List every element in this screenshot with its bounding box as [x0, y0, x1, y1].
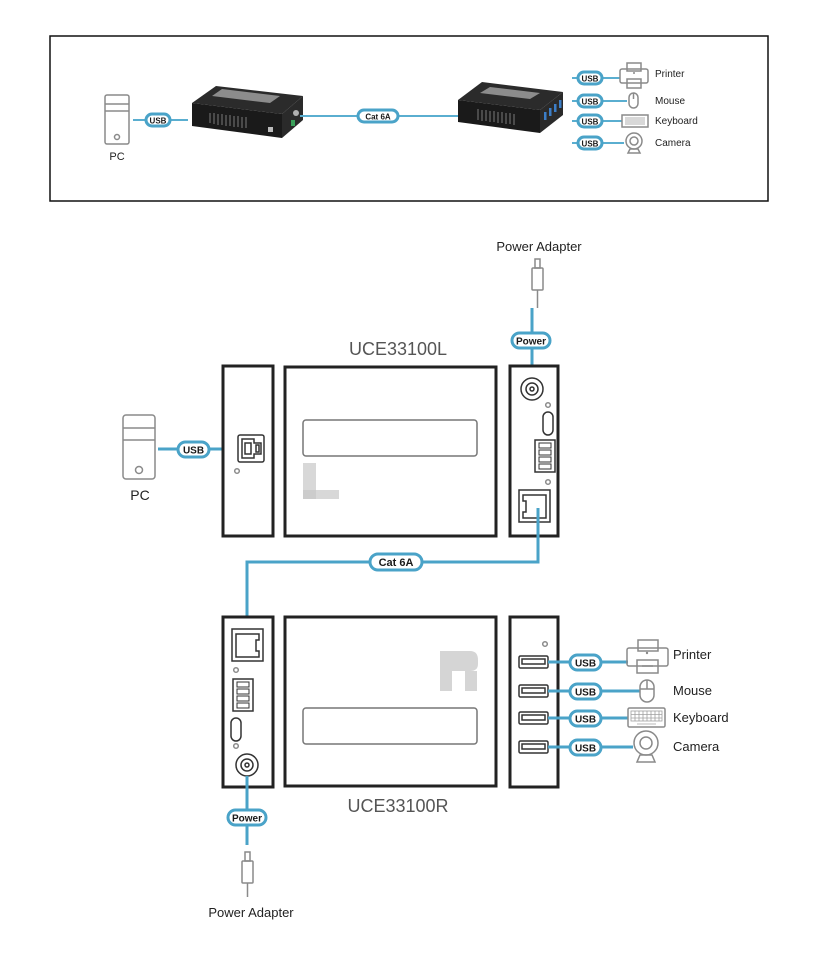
overview-printer-row: USB Printer	[572, 62, 685, 89]
local-power-adapter-icon	[531, 258, 544, 308]
overview-panel: PC USB Cat 6A	[49, 35, 769, 202]
remote-terminal-block-icon	[232, 678, 254, 712]
remote-model-label: UCE33100R	[347, 796, 448, 816]
svg-text:Printer: Printer	[655, 69, 685, 80]
detail-camera-row: USB Camera	[548, 730, 720, 763]
local-l-logo	[303, 463, 339, 499]
local-power-badge: Power	[510, 331, 552, 350]
local-right-panel	[508, 364, 560, 538]
overview-usb-badge: USB	[144, 112, 172, 128]
svg-text:USB: USB	[582, 75, 599, 84]
detail-pc-usb-badge: USB	[176, 440, 211, 459]
detail-keyboard-icon	[627, 707, 666, 728]
keyboard-icon	[621, 114, 649, 128]
local-label-window	[302, 419, 478, 457]
remote-power-adapter-label: Power Adapter	[208, 905, 294, 920]
svg-text:Printer: Printer	[673, 647, 712, 662]
detail-mouse-row: USB Mouse	[548, 679, 712, 703]
overview-remote-device	[458, 82, 563, 133]
svg-text:Camera: Camera	[655, 138, 691, 149]
svg-text:USB: USB	[575, 688, 596, 699]
svg-text:Cat 6A: Cat 6A	[365, 113, 391, 122]
overview-cat6a-badge: Cat 6A	[356, 108, 400, 124]
overview-mouse-row: USB Mouse	[572, 92, 685, 109]
detail-pc-label: PC	[130, 487, 149, 503]
remote-unit-body	[283, 615, 498, 788]
local-unit-body	[283, 365, 498, 538]
svg-text:USB: USB	[575, 744, 596, 755]
terminal-block-icon	[534, 439, 556, 473]
svg-text:Keyboard: Keyboard	[673, 710, 729, 725]
detail-printer-icon	[626, 639, 669, 674]
mouse-icon	[628, 92, 639, 109]
svg-text:Mouse: Mouse	[673, 683, 712, 698]
overview-pc-label: PC	[109, 151, 124, 163]
usb-b-port-icon	[237, 434, 265, 463]
svg-text:USB: USB	[150, 117, 167, 126]
svg-text:Power: Power	[516, 337, 546, 348]
remote-label-window	[302, 707, 478, 745]
dc-power-jack-icon	[520, 377, 544, 401]
remote-rj45-port-icon	[231, 628, 264, 662]
detail-printer-row: USB Printer	[548, 639, 712, 674]
overview-camera-row: USB Camera	[572, 132, 691, 154]
remote-dc-power-jack-icon	[235, 753, 259, 777]
svg-text:Camera: Camera	[673, 739, 720, 754]
detail-camera-icon	[633, 730, 659, 763]
detail-pc-icon	[122, 414, 156, 480]
remote-power-badge: Power	[226, 808, 268, 827]
svg-text:Cat 6A: Cat 6A	[379, 557, 414, 569]
usb-c-port-icon	[542, 411, 554, 436]
svg-text:USB: USB	[575, 659, 596, 670]
detail-keyboard-row: USB Keyboard	[548, 707, 729, 728]
pc-icon	[104, 94, 130, 145]
remote-usb-c-port-icon	[230, 717, 242, 742]
local-power-adapter-label: Power Adapter	[496, 239, 582, 254]
remote-left-panel	[221, 615, 275, 789]
overview-peripherals: USB Printer USB Mouse	[572, 62, 698, 154]
svg-text:Power: Power	[232, 814, 262, 825]
overview-local-device	[192, 86, 303, 138]
detail-cat6a-badge: Cat 6A	[368, 552, 424, 572]
printer-icon	[619, 62, 649, 89]
svg-text:USB: USB	[183, 446, 204, 457]
local-left-panel	[221, 364, 275, 538]
svg-text:USB: USB	[582, 98, 599, 107]
svg-text:USB: USB	[575, 715, 596, 726]
remote-power-adapter-icon	[241, 851, 254, 897]
remote-r-logo	[440, 651, 478, 691]
camera-icon	[625, 132, 643, 154]
local-model-label: UCE33100L	[349, 339, 447, 359]
rj45-port-icon	[518, 489, 551, 523]
detail-mouse-icon	[639, 679, 655, 703]
overview-keyboard-row: USB Keyboard	[572, 113, 698, 129]
svg-text:USB: USB	[582, 140, 599, 149]
svg-text:Mouse: Mouse	[655, 96, 685, 107]
remote-right-panel	[508, 615, 560, 789]
svg-text:Keyboard: Keyboard	[655, 116, 698, 127]
svg-text:USB: USB	[582, 118, 599, 127]
